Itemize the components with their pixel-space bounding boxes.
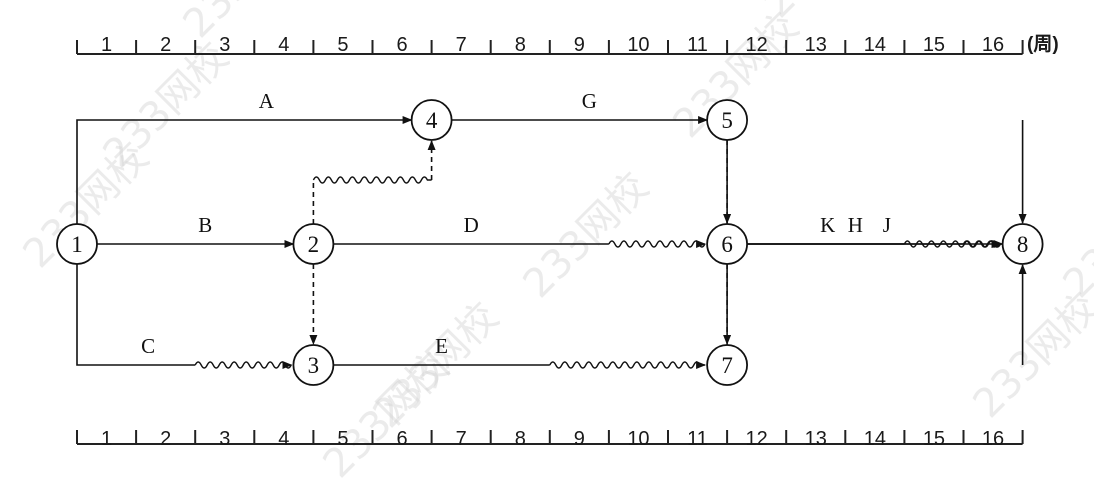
activity-line-J bbox=[726, 240, 1004, 345]
scale-bottom-week-label: 16 bbox=[982, 428, 1004, 450]
event-node-4 bbox=[410, 99, 453, 141]
scale-top-week-label: 6 bbox=[396, 34, 407, 56]
scale-bottom-week-label: 1 bbox=[101, 428, 112, 450]
scale-top-week-label: 4 bbox=[278, 34, 289, 56]
event-node-label-5: 5 bbox=[721, 108, 733, 133]
scale-top-week-label: 8 bbox=[515, 34, 526, 56]
watermark-text: 233网校 bbox=[965, 284, 1094, 427]
scale-top-week-label: 15 bbox=[923, 34, 945, 56]
event-node-label-4: 4 bbox=[426, 108, 438, 133]
event-node-label-7: 7 bbox=[721, 353, 733, 378]
activity-label-E: E bbox=[435, 334, 448, 358]
activity-label-C: C bbox=[141, 334, 155, 358]
scale-top-week-label: 2 bbox=[160, 34, 171, 56]
event-node-label-3: 3 bbox=[308, 353, 320, 378]
scale-bottom-week-label: 8 bbox=[515, 428, 526, 450]
event-node-2 bbox=[292, 223, 335, 265]
event-node-7 bbox=[706, 344, 748, 386]
scale-bottom-week-label: 14 bbox=[864, 428, 886, 450]
scale-bottom-week-label: 5 bbox=[337, 428, 348, 450]
scale-bottom-week-label: 13 bbox=[805, 428, 827, 450]
dummy-2-4-float bbox=[312, 176, 432, 184]
event-node-label-6: 6 bbox=[721, 232, 733, 257]
event-node-6 bbox=[706, 223, 748, 265]
activity-label-G: G bbox=[582, 89, 597, 113]
scale-bottom-week-label: 15 bbox=[923, 428, 945, 450]
scale-bottom-week-label: 12 bbox=[746, 428, 768, 450]
activity-line-A bbox=[76, 116, 413, 224]
event-node-3 bbox=[292, 344, 335, 386]
activity-line-K bbox=[726, 140, 905, 245]
activity-label-B: B bbox=[198, 213, 212, 237]
scale-bottom-week-label: 11 bbox=[687, 428, 708, 450]
event-node-label-1: 1 bbox=[71, 232, 83, 257]
scale-top-week-label: 1 bbox=[101, 34, 112, 56]
free-float-D bbox=[608, 240, 707, 248]
scale-bottom-week-label: 7 bbox=[456, 428, 467, 450]
scale-top-week-label: 3 bbox=[219, 34, 230, 56]
activity-label-D: D bbox=[464, 213, 479, 237]
scale-bottom-week-label: 6 bbox=[396, 428, 407, 450]
event-nodes: 1 2 3 4 5 6 7 8 bbox=[56, 99, 1044, 386]
free-float-C bbox=[194, 361, 293, 369]
scale-top-week-label: 16 bbox=[982, 34, 1004, 56]
activity-label-K: K bbox=[820, 213, 835, 237]
event-node-5 bbox=[706, 99, 748, 141]
activity-line-C bbox=[76, 264, 196, 366]
event-node-label-8: 8 bbox=[1017, 232, 1029, 257]
scale-bottom-week-label: 2 bbox=[160, 428, 171, 450]
activity-label-A: A bbox=[259, 89, 275, 113]
free-float-E bbox=[549, 361, 707, 369]
scale-bottom-week-label: 3 bbox=[219, 428, 230, 450]
activity-label-J: J bbox=[883, 213, 891, 237]
scale-top-week-label: 13 bbox=[805, 34, 827, 56]
time-unit-label: (周) bbox=[1027, 33, 1059, 55]
watermark-text: 233网校 bbox=[1055, 164, 1094, 307]
scale-top-week-label: 9 bbox=[574, 34, 585, 56]
scale-top-week-label: 10 bbox=[627, 34, 649, 56]
watermark-text: 233网校 bbox=[515, 164, 658, 307]
scale-bottom-week-label: 4 bbox=[278, 428, 289, 450]
activity-label-H: H bbox=[848, 213, 863, 237]
scale-top-week-label: 5 bbox=[337, 34, 348, 56]
scale-top-week-label: 12 bbox=[746, 34, 768, 56]
scale-bottom-week-label: 10 bbox=[627, 428, 649, 450]
event-node-1 bbox=[56, 223, 98, 265]
scale-top-week-label: 11 bbox=[687, 34, 708, 56]
event-node-8 bbox=[1001, 223, 1044, 265]
scale-top-week-label: 7 bbox=[456, 34, 467, 56]
event-node-label-2: 2 bbox=[308, 232, 320, 257]
scale-top-week-label: 14 bbox=[864, 34, 886, 56]
scale-bottom-week-label: 9 bbox=[574, 428, 585, 450]
